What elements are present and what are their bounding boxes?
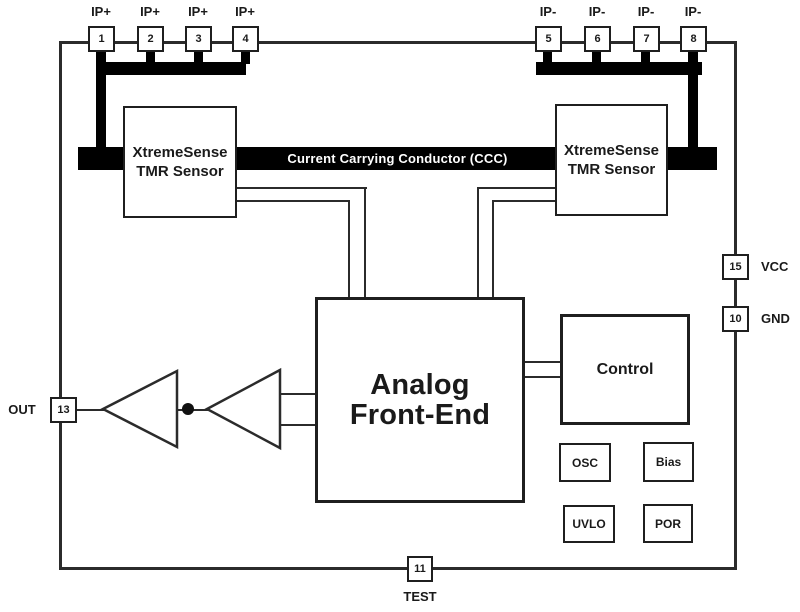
por-label: POR (654, 516, 681, 531)
pin-number-3: 3 (195, 33, 202, 45)
pin-box-10: 10 (722, 306, 749, 332)
bus-ip-minus-down (688, 50, 698, 147)
tmr-sensor-left-box: XtremeSense TMR Sensor (123, 106, 237, 218)
pin-box-2: 2 (137, 26, 164, 52)
bus-stub-pin4 (241, 50, 250, 64)
amplifier-chain (100, 367, 282, 451)
pin-box-4: 4 (232, 26, 259, 52)
wire-tmr-right-out1-h (477, 187, 555, 189)
bias-box: Bias (643, 442, 694, 482)
pin-label-ip-minus-8: IP- (684, 4, 702, 19)
pin-label-ip-plus-4: IP+ (235, 4, 255, 19)
tmr-sensor-right-line2: TMR Sensor (567, 161, 656, 178)
tmr-sensor-left-line1: XtremeSense (132, 144, 228, 161)
pin-box-6: 6 (584, 26, 611, 52)
pin-box-11: 11 (407, 556, 433, 582)
por-box: POR (643, 504, 693, 543)
junction-dot (182, 403, 194, 415)
pin-label-ip-minus-7: IP- (637, 4, 655, 19)
pin-box-3: 3 (185, 26, 212, 52)
pin-number-10: 10 (729, 313, 742, 325)
pin-box-1: 1 (88, 26, 115, 52)
wire-afe-amp2-1 (280, 393, 316, 395)
osc-box: OSC (559, 443, 611, 482)
bus-ip-minus-bar (536, 62, 702, 75)
bus-stub-pin5 (543, 50, 552, 64)
ccc-label: Current Carrying Conductor (CCC) (287, 151, 508, 166)
uvlo-box: UVLO (563, 505, 615, 543)
wire-tmr-left-out2-v (348, 200, 350, 298)
bias-label: Bias (655, 455, 682, 469)
analog-front-end-box: Analog Front-End (315, 297, 525, 503)
pin-label-ip-plus-3: IP+ (188, 4, 208, 19)
tmr-sensor-left-line2: TMR Sensor (136, 163, 224, 180)
pin-number-2: 2 (147, 33, 154, 45)
pin-label-ip-minus-6: IP- (588, 4, 606, 19)
wire-tmr-left-out1-v (364, 187, 366, 298)
pin-number-8: 8 (690, 33, 697, 45)
wire-tmr-left-out2-h (237, 200, 350, 202)
chip-border-right (734, 41, 737, 570)
pin-label-test: TEST (403, 589, 437, 604)
chip-border-bottom (59, 567, 737, 570)
pin-number-1: 1 (98, 33, 105, 45)
wire-tmr-left-out1-h (237, 187, 367, 189)
pin-number-5: 5 (545, 33, 552, 45)
pin-box-8: 8 (680, 26, 707, 52)
bus-stub-pin2 (146, 50, 155, 64)
pin-number-7: 7 (643, 33, 650, 45)
pin-box-15: 15 (722, 254, 749, 280)
tmr-sensor-right-line1: XtremeSense (563, 142, 660, 159)
afe-line1: Analog (370, 369, 470, 401)
pin-number-15: 15 (729, 261, 742, 273)
bus-ip-plus-bar (96, 62, 246, 75)
pin-number-6: 6 (594, 33, 601, 45)
bus-stub-pin7 (641, 50, 650, 64)
wire-afe-control-2 (525, 376, 560, 378)
wire-tmr-right-out2-v (492, 200, 494, 298)
pin-number-4: 4 (242, 33, 249, 45)
amplifier-stage1-triangle (100, 368, 179, 450)
pin-label-ip-minus-5: IP- (539, 4, 557, 19)
uvlo-label: UVLO (572, 517, 606, 531)
pin-box-5: 5 (535, 26, 562, 52)
bus-stub-pin6 (592, 50, 601, 64)
wire-afe-control-1 (525, 361, 560, 363)
pin-number-11: 11 (414, 563, 426, 575)
bus-ip-plus-down (96, 50, 106, 147)
pin-number-13: 13 (57, 404, 70, 416)
wire-amp1-out-pin (77, 409, 104, 411)
tmr-sensor-right-box: XtremeSense TMR Sensor (555, 104, 668, 216)
pin-label-gnd: GND (761, 311, 790, 326)
bus-stub-pin3 (194, 50, 203, 64)
pin-label-ip-plus-2: IP+ (140, 4, 160, 19)
wire-tmr-right-out1-v (477, 187, 479, 298)
wire-afe-amp2-2 (280, 424, 316, 426)
control-box: Control (560, 314, 690, 425)
osc-label: OSC (571, 455, 598, 470)
pin-box-13: 13 (50, 397, 77, 423)
wire-tmr-right-out2-h (492, 200, 555, 202)
chip-border-left (59, 41, 62, 570)
pin-box-7: 7 (633, 26, 660, 52)
amplifier-stage2-triangle (204, 367, 282, 451)
pin-label-ip-plus-1: IP+ (91, 4, 111, 19)
control-label: Control (596, 360, 654, 378)
afe-line2: Front-End (349, 399, 491, 431)
chip-border-top (59, 41, 737, 44)
pin-label-vcc: VCC (761, 259, 789, 274)
pin-label-out: OUT (8, 402, 36, 417)
